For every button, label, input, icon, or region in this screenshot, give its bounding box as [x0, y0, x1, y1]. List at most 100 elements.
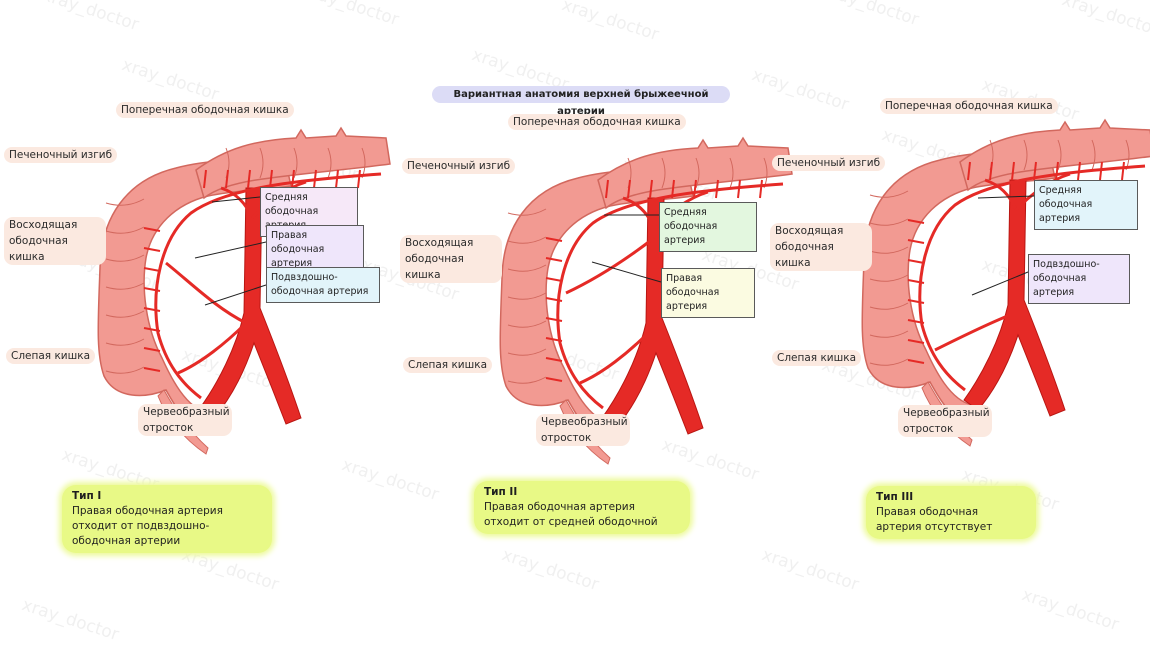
haustral-fold — [869, 358, 909, 366]
leader-line — [204, 284, 267, 306]
ileocolic-artery-box: Подвздошно-ободочная артерия — [1028, 254, 1130, 304]
leader-line — [211, 196, 261, 203]
right-colic-artery-box: Правая ободочная артерия — [266, 225, 364, 275]
transverse-colon-shape — [597, 136, 793, 210]
type-2-note: Тип II Правая ободочная артерия отходит … — [474, 481, 690, 534]
vasa-recta — [1077, 161, 1081, 181]
ileocolic-artery — [177, 321, 248, 375]
vasa-recta — [1033, 161, 1037, 181]
haustral-fold — [869, 330, 909, 338]
type-1-anatomy-drawing — [97, 126, 391, 455]
vasa-recta — [1121, 161, 1125, 181]
vasa-recta — [907, 299, 925, 304]
vasa-recta — [693, 179, 697, 199]
vasa-recta — [1099, 161, 1103, 181]
vasa-recta — [907, 259, 925, 264]
transverse-colon-label: Поперечная ободочная кишка — [508, 114, 686, 130]
middle-colic-artery-box: Средняя ободочная артерия — [1034, 180, 1138, 230]
haustral-fold — [105, 226, 145, 234]
marginal-artery — [154, 172, 382, 400]
type-2-description: Правая ободочная артерия отходит от сред… — [484, 501, 658, 528]
marginal-artery — [556, 182, 784, 410]
vasa-recta — [545, 277, 563, 282]
vasa-recta — [225, 169, 229, 189]
vasa-recta — [967, 161, 971, 181]
haustral-fold — [1091, 139, 1096, 171]
vasa-recta — [545, 237, 563, 242]
vasa-recta — [907, 279, 925, 284]
transverse-colon-label: Поперечная ободочная кишка — [116, 102, 294, 118]
leader-line — [591, 261, 662, 283]
ascending-colon-label: Восходящая ободочная кишка — [4, 217, 106, 265]
vasa-recta — [291, 169, 295, 189]
vasa-recta — [649, 179, 653, 199]
vasa-recta — [357, 169, 361, 189]
type-2-heading: Тип II — [484, 486, 518, 498]
haustral-fold — [695, 157, 700, 189]
vasa-recta — [545, 357, 563, 362]
haustral-fold — [1023, 139, 1028, 171]
cecum-label: Слепая кишка — [6, 348, 96, 364]
ascending-colon-label: Восходящая ободочная кишка — [400, 235, 502, 283]
haustral-fold — [661, 157, 666, 189]
vasa-recta — [143, 267, 161, 272]
haustral-fold — [259, 147, 264, 179]
cecum-label: Слепая кишка — [772, 350, 862, 366]
transverse-colon-shape — [959, 118, 1150, 192]
type-1-panel: Поперечная ободочная кишка Печеночный из… — [0, 0, 391, 647]
vasa-recta — [671, 179, 675, 199]
hepatic-flexure-label: Печеночный изгиб — [772, 155, 886, 171]
vasa-recta — [203, 169, 207, 189]
type-3-anatomy-drawing — [861, 118, 1150, 447]
type-1-description: Правая ободочная артерия отходит от подв… — [72, 505, 223, 547]
haustral-fold — [507, 348, 547, 356]
haustral-fold — [1057, 139, 1062, 171]
ascending-colon-label: Восходящая ободочная кишка — [770, 223, 872, 271]
haustral-fold — [869, 246, 909, 254]
cecum-label: Слепая кишка — [403, 357, 493, 373]
right-colic-artery-box: Правая ободочная артерия — [661, 268, 755, 318]
type-1-note: Тип I Правая ободочная артерия отходит о… — [62, 485, 272, 553]
superior-mesenteric-artery — [199, 187, 302, 425]
vasa-recta — [989, 161, 993, 181]
superior-mesenteric-artery — [601, 197, 704, 435]
vasa-recta — [143, 347, 161, 352]
vasa-recta — [143, 367, 161, 372]
vasa-recta — [143, 287, 161, 292]
haustral-fold — [729, 157, 734, 189]
haustral-fold — [869, 302, 909, 310]
haustral-fold — [293, 147, 298, 179]
appendix-label: Червеобразный отросток — [898, 405, 992, 437]
vasa-recta — [737, 179, 741, 199]
type-3-note: Тип III Правая ободочная артерия отсутст… — [866, 486, 1036, 539]
vasa-recta — [545, 337, 563, 342]
vasa-recta — [545, 377, 563, 382]
transverse-colon-shape — [195, 126, 391, 200]
vasa-recta — [907, 359, 925, 364]
vasa-recta — [247, 169, 251, 189]
haustral-fold — [105, 310, 145, 318]
vasa-recta — [143, 307, 161, 312]
vasa-recta — [143, 247, 161, 252]
type-2-panel: Поперечная ободочная кишка Печеночный из… — [398, 0, 793, 647]
ileocolic-artery-box: Подвздошно-ободочная артерия — [266, 267, 380, 303]
haustral-fold — [105, 366, 145, 374]
haustral-fold — [869, 218, 909, 226]
vasa-recta — [907, 319, 925, 324]
vasa-recta — [605, 179, 609, 199]
type-3-panel: Поперечная ободочная кишка Печеночный из… — [766, 0, 1150, 647]
middle-colic-artery-box: Средняя ободочная артерия — [659, 202, 757, 252]
ileocolic-artery — [934, 313, 1011, 352]
middle-colic-artery — [984, 178, 1018, 211]
vasa-recta — [1055, 161, 1059, 181]
marginal-artery — [918, 164, 1146, 392]
vasa-recta — [907, 339, 925, 344]
haustral-fold — [507, 292, 547, 300]
vasa-recta — [545, 317, 563, 322]
middle-colic-artery — [622, 196, 656, 229]
haustral-fold — [507, 320, 547, 328]
vasa-recta — [143, 327, 161, 332]
haustral-fold — [105, 338, 145, 346]
haustral-fold — [507, 376, 547, 384]
vasa-recta — [143, 227, 161, 232]
